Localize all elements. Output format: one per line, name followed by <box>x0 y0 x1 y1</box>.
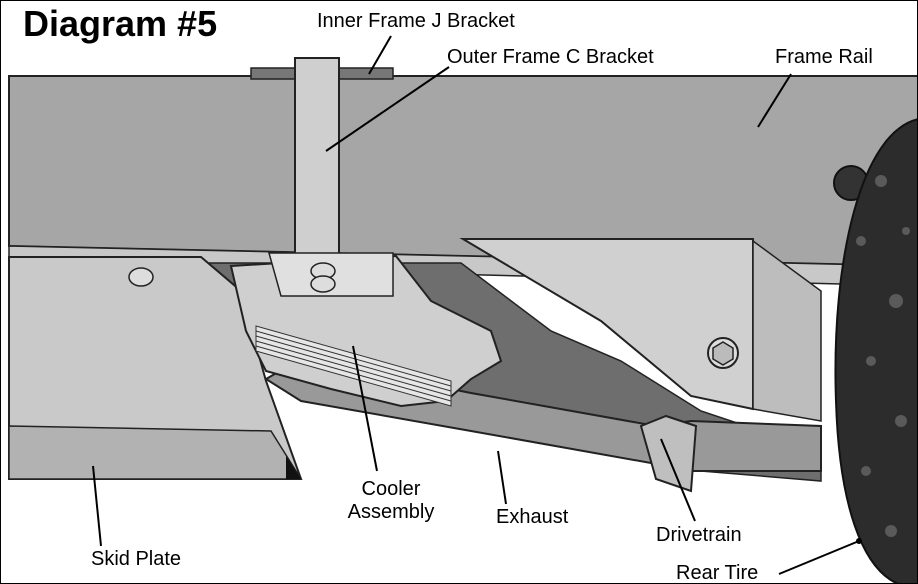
bracket-bolt-hex <box>712 341 734 366</box>
rear-tire <box>834 118 917 583</box>
leader-outer-bracket <box>325 66 450 152</box>
label-drivetrain: Drivetrain <box>656 524 742 546</box>
cooler-fins <box>255 325 452 407</box>
leader-cooler <box>352 345 378 472</box>
label-cooler-line2: Assembly <box>347 501 435 523</box>
label-frame-rail: Frame Rail <box>775 46 873 68</box>
exhaust-clamp <box>639 414 698 493</box>
leader-frame-rail <box>757 73 792 128</box>
lower-bracket <box>459 238 754 411</box>
label-skid-plate: Skid Plate <box>91 548 182 570</box>
skid-plate-bolt <box>128 267 154 287</box>
leader-lines <box>92 35 860 575</box>
label-cooler-assembly: Cooler Assembly <box>341 478 441 524</box>
lower-bracket-foot <box>752 239 822 422</box>
leader-skid-plate <box>92 465 102 547</box>
leader-rear-tire <box>778 540 860 575</box>
rear-tire-texture <box>856 175 910 537</box>
skid-plate-lower <box>8 425 303 480</box>
cooler-bolts <box>310 262 336 293</box>
label-inner-frame-j-bracket: Inner Frame J Bracket <box>317 10 515 32</box>
leader-drivetrain <box>660 438 696 522</box>
leader-exhaust <box>497 450 507 505</box>
outer-frame-c-bracket <box>294 57 340 264</box>
leader-rear-tire-dot <box>856 538 862 544</box>
label-cooler-line1: Cooler <box>361 478 421 500</box>
diagram-title: Diagram #5 <box>23 3 218 44</box>
label-rear-tire: Rear Tire <box>676 562 759 584</box>
leader-inner-bracket <box>368 35 392 75</box>
frame-rail <box>8 75 917 267</box>
label-exhaust: Exhaust <box>496 506 569 528</box>
skid-plate-edge <box>286 456 301 479</box>
label-outer-frame-c-bracket: Outer Frame C Bracket <box>447 46 654 68</box>
